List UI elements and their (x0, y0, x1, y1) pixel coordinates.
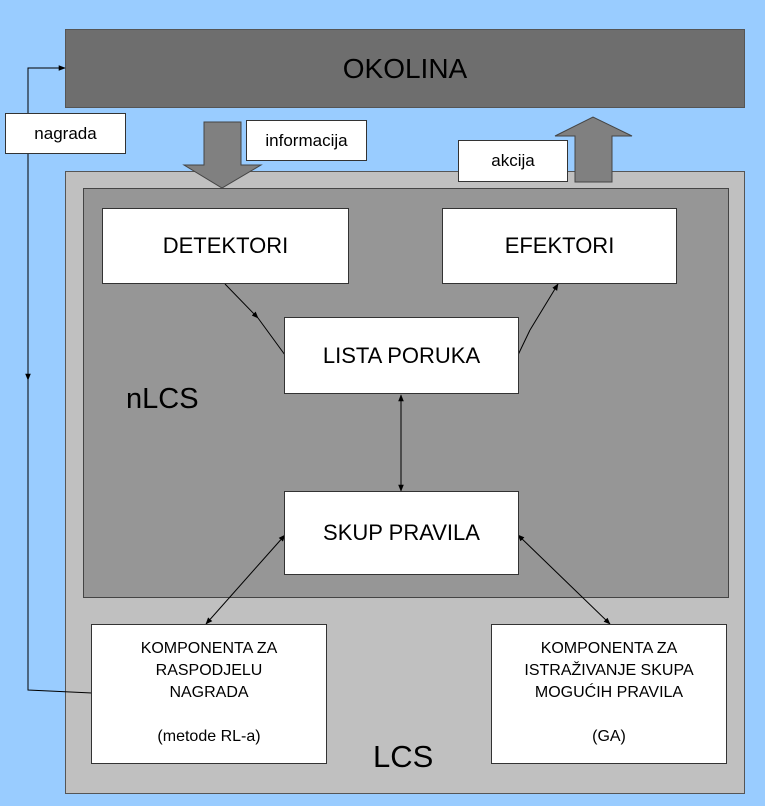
reward-feedback-line (27, 65, 93, 694)
credit-assignment-line1: KOMPONENTA ZA (140, 640, 278, 657)
action-label-box: akcija (458, 140, 568, 182)
detectors-to-list-link (257, 317, 286, 356)
detectors-box: DETEKTORI (102, 208, 349, 284)
rule-discovery-line2: ISTRAŽIVANJE SKUPA (524, 662, 694, 679)
rules-credit-arrow (205, 534, 286, 625)
message-list-box: LISTA PORUKA (284, 317, 519, 394)
effectors-box: EFEKTORI (442, 208, 677, 284)
rule-discovery-method: (GA) (592, 728, 626, 745)
rule-set-label: SKUP PRAVILA (323, 520, 480, 545)
detectors-label: DETEKTORI (162, 233, 289, 258)
reward-label: nagrada (34, 123, 97, 143)
rule-discovery-line1: KOMPONENTA ZA (540, 640, 678, 657)
credit-assignment-method: (metode RL-a) (157, 728, 261, 745)
reward-label-box: nagrada (5, 113, 126, 154)
credit-assignment-box: KOMPONENTA ZA RASPODJELU NAGRADA (metode… (91, 624, 327, 764)
list-to-effectors-arrow (529, 283, 559, 331)
information-label: informacija (265, 130, 348, 150)
detectors-to-list-arrow (224, 283, 259, 319)
action-flow-arrow (554, 116, 633, 183)
information-flow-arrow (182, 121, 263, 189)
credit-assignment-line3: NAGRADA (169, 684, 249, 701)
rules-discovery-arrow (517, 534, 611, 625)
effectors-label: EFEKTORI (504, 233, 615, 258)
nlcs-label: nLCS (126, 383, 199, 415)
information-label-box: informacija (246, 120, 367, 161)
lcs-label: LCS (373, 739, 434, 774)
message-list-label: LISTA PORUKA (322, 342, 481, 368)
rule-discovery-box: KOMPONENTA ZA ISTRAŽIVANJE SKUPA MOGUĆIH… (491, 624, 727, 764)
credit-assignment-line2: RASPODJELU (155, 662, 263, 679)
environment-label: OKOLINA (342, 52, 468, 84)
list-to-effectors-link (517, 329, 531, 356)
environment-box: OKOLINA (65, 29, 745, 108)
rule-discovery-line3: MOGUĆIH PRAVILA (534, 684, 684, 701)
rule-set-box: SKUP PRAVILA (284, 491, 519, 575)
action-label: akcija (491, 151, 535, 170)
